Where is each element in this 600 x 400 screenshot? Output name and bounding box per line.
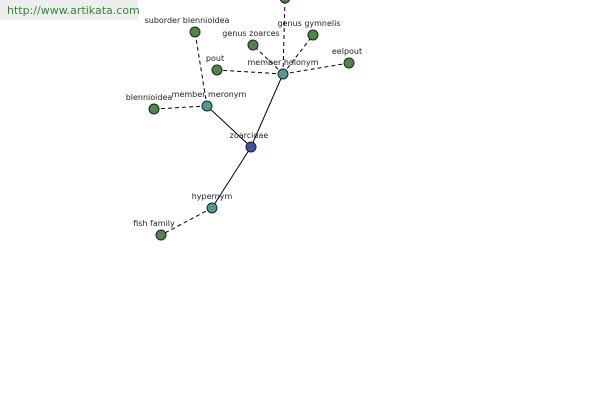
site-url-link[interactable]: http://www.artikata.com — [0, 0, 140, 20]
nodes-layer — [148, 0, 355, 241]
edge-zoarcidae-to-member-holonym — [250, 73, 284, 148]
node-label-fish-family: fish family — [133, 219, 175, 228]
edges-layer — [153, 0, 350, 236]
node-fish-family[interactable] — [155, 229, 167, 241]
node-label-genus-zoarces: genus zoarces — [222, 29, 279, 38]
node-label-hypernym: hypernym — [192, 192, 233, 201]
labels-layer: zoarcidae hypernym member meronym member ho… — [126, 16, 362, 228]
node-label-blennioidea: blennioidea — [126, 93, 173, 102]
node-genus-gymnelis[interactable] — [307, 29, 319, 41]
node-suborder-blennioidea[interactable] — [189, 26, 201, 38]
node-label-pout: pout — [206, 54, 224, 63]
node-pout[interactable] — [211, 64, 223, 76]
edge-member-holonym-to-genus-gymnelis — [282, 34, 314, 75]
node-eelpout[interactable] — [343, 57, 355, 69]
node-blennioidea[interactable] — [148, 103, 160, 115]
edge-member-holonym-to-pout — [216, 69, 284, 75]
node-zoarcidae[interactable] — [245, 141, 257, 153]
node-member-meronym[interactable] — [201, 100, 213, 112]
edge-member-holonym-to-top-node — [282, 0, 286, 75]
node-label-member-holonym: member holonym — [247, 58, 318, 67]
edge-zoarcidae-to-member-meronym — [206, 105, 252, 148]
node-hypernym[interactable] — [206, 202, 218, 214]
node-label-member-meronym: member meronym — [172, 90, 247, 99]
node-top-node[interactable] — [279, 0, 291, 4]
edge-member-meronym-to-blennioidea — [153, 105, 208, 110]
node-label-genus-gymnelis: genus gymnelis — [277, 19, 340, 28]
node-label-eelpout: eelpout — [332, 47, 362, 56]
edge-member-meronym-to-suborder-blennioidea — [194, 31, 208, 107]
node-label-zoarcidae: zoarcidae — [230, 131, 269, 140]
node-member-holonym[interactable] — [277, 68, 289, 80]
edge-hypernym-to-fish-family — [160, 207, 213, 236]
node-genus-zoarces[interactable] — [247, 39, 259, 51]
edge-zoarcidae-to-hypernym — [211, 146, 252, 209]
node-label-suborder-blennioidea: suborder blennioidea — [145, 16, 230, 25]
